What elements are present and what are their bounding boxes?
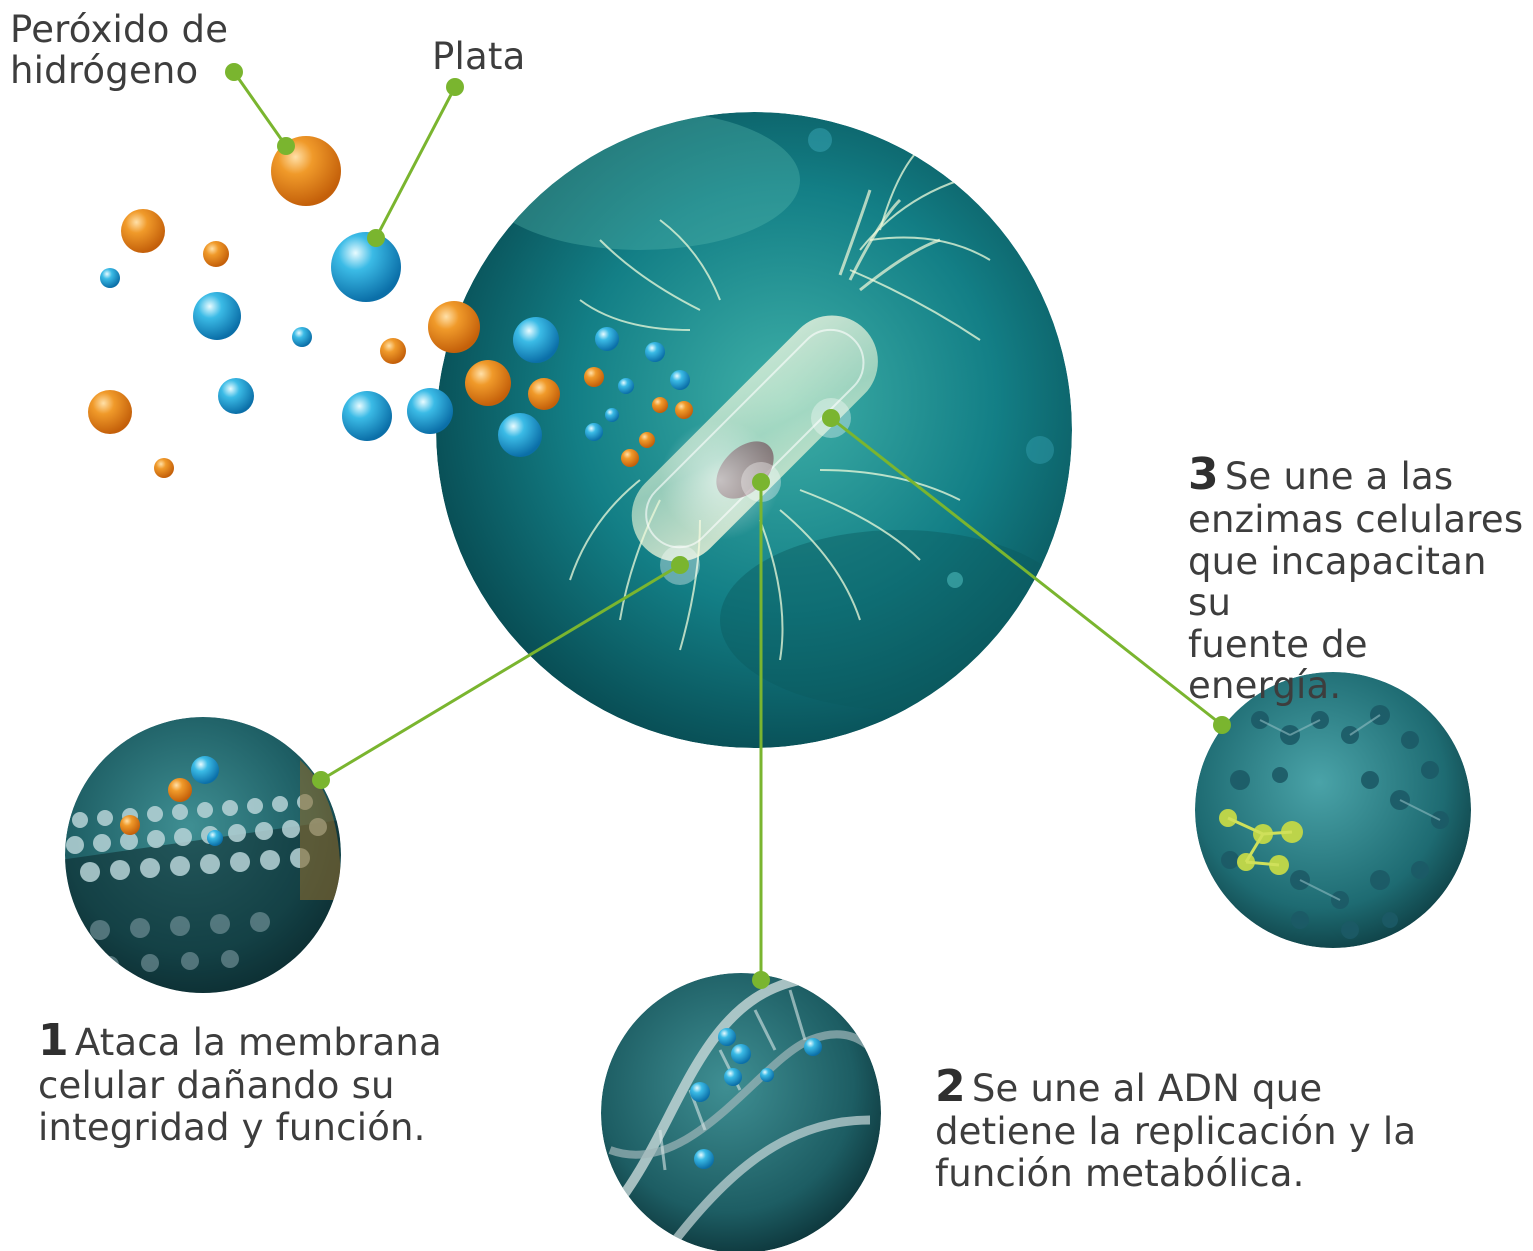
step-1-number: 1 — [38, 1015, 69, 1066]
dna-image — [601, 973, 881, 1251]
step-1-line-3: integridad y función. — [38, 1105, 426, 1149]
step-3-line-1: Se une a las — [1224, 455, 1454, 498]
connector-lines — [232, 71, 1223, 980]
peroxide-label-line-2: hidrógeno — [10, 48, 199, 92]
membrane-image — [65, 717, 341, 993]
enzymes-image — [1195, 672, 1471, 948]
step-3-line-3: que incapacitan su — [1188, 539, 1487, 625]
step-3-line-2: enzimas celulares — [1188, 498, 1524, 542]
step-2-number: 2 — [935, 1061, 966, 1112]
step-2-line-2: detiene la replicación y la — [935, 1110, 1417, 1154]
step-1-line-1: Ataca la membrana — [74, 1021, 442, 1064]
peroxide-label-line-1: Peróxido de — [10, 8, 229, 51]
silver-label: Plata — [432, 35, 526, 78]
step-3-number: 3 — [1188, 449, 1219, 500]
silver-particles — [100, 232, 453, 441]
step-3-line-4: fuente de energía. — [1188, 622, 1368, 708]
connector-dots — [225, 63, 1231, 989]
step-2-line-3: función metabólica. — [935, 1151, 1305, 1195]
step-1-line-2: celular dañando su — [38, 1064, 395, 1108]
peroxide-label: Peróxido de hidrógeno — [10, 8, 229, 92]
step-2-line-1: Se une al ADN que — [971, 1067, 1323, 1110]
